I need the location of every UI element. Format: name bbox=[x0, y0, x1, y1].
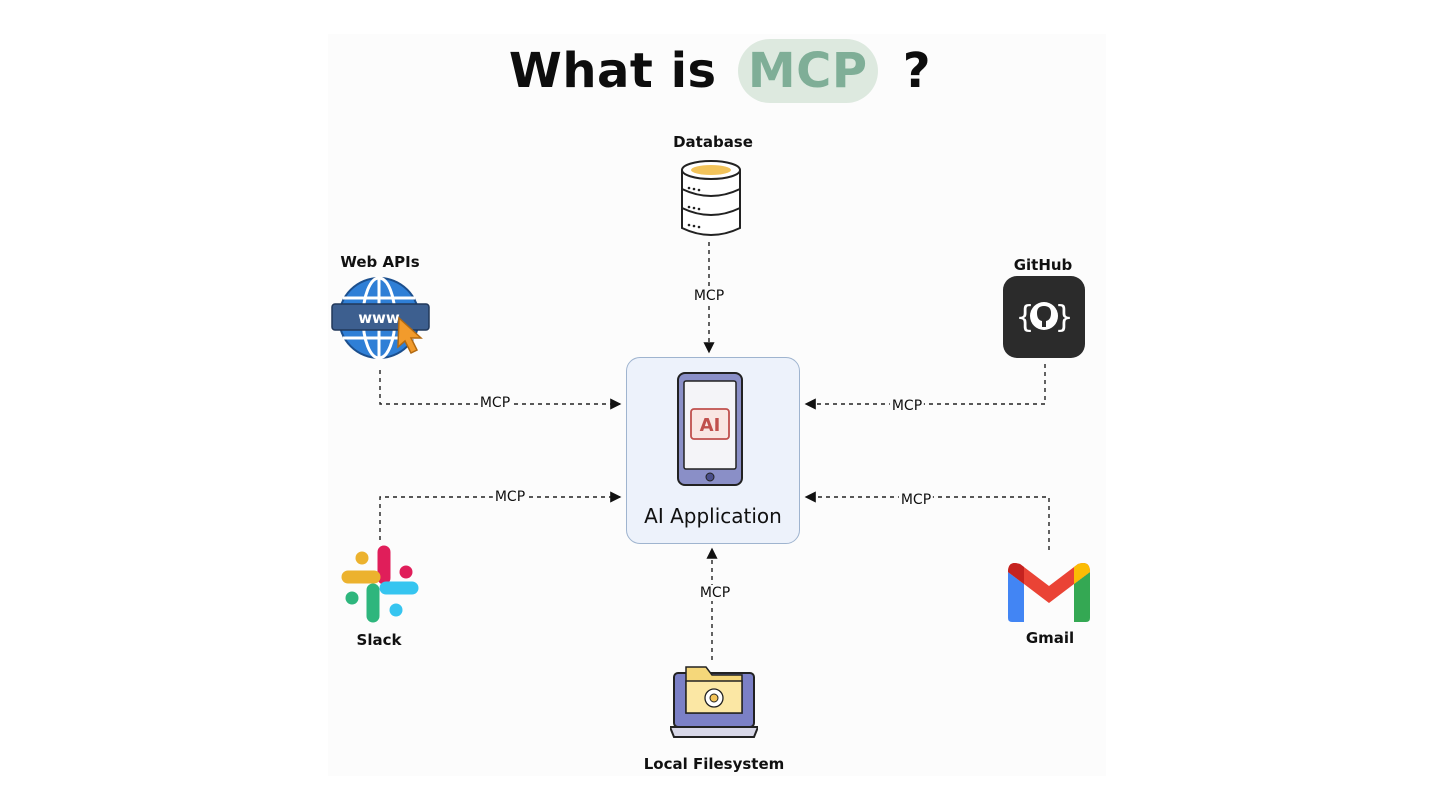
edge-web-apis bbox=[379, 370, 622, 410]
edge-label-database: MCP bbox=[691, 288, 727, 304]
svg-text:www: www bbox=[358, 309, 400, 327]
svg-text:}: } bbox=[1055, 300, 1073, 335]
edge-slack bbox=[379, 491, 622, 540]
edge-label-slack: MCP bbox=[492, 489, 528, 505]
edge-gmail bbox=[804, 491, 1050, 550]
database-icon bbox=[681, 160, 741, 236]
ai-application-label: AI Application bbox=[644, 504, 782, 528]
edge-label-web-apis: MCP bbox=[477, 395, 513, 411]
edge-label-github: MCP bbox=[889, 398, 925, 414]
globe-www-icon: www bbox=[331, 276, 430, 360]
web-apis-label: Web APIs bbox=[340, 253, 420, 271]
title-highlight: MCP bbox=[737, 39, 878, 103]
slack-label: Slack bbox=[356, 631, 402, 649]
database-label: Database bbox=[673, 133, 753, 151]
folder-laptop-icon bbox=[670, 666, 758, 738]
ai-badge-text: AI bbox=[700, 415, 721, 436]
github-icon: { } bbox=[1003, 276, 1085, 358]
edge-label-filesystem: MCP bbox=[697, 585, 733, 601]
github-label: GitHub bbox=[1013, 256, 1073, 274]
filesystem-label: Local Filesystem bbox=[643, 755, 785, 773]
ai-application-node: AI AI Application bbox=[626, 357, 800, 544]
title-suffix: ? bbox=[902, 43, 932, 99]
edge-label-gmail: MCP bbox=[898, 492, 934, 508]
page-title: What is MCP ? bbox=[0, 36, 1440, 103]
gmail-label: Gmail bbox=[1025, 629, 1075, 647]
title-prefix: What is bbox=[508, 43, 717, 99]
svg-text:{: { bbox=[1016, 300, 1034, 335]
edge-github bbox=[804, 364, 1046, 410]
slack-icon bbox=[341, 545, 419, 623]
gmail-icon bbox=[1008, 563, 1090, 622]
phone-icon: AI bbox=[677, 372, 743, 486]
